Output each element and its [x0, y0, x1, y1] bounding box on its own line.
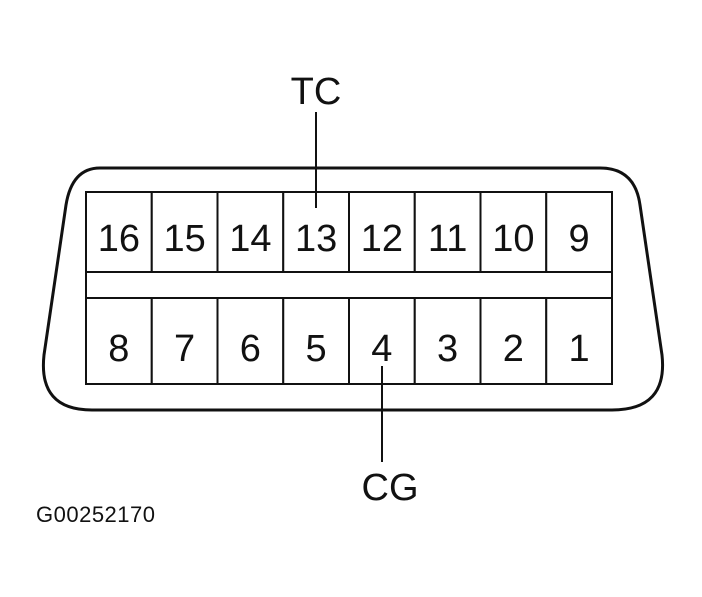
top-row-cells: 16 15 14 13 12 11 10 9	[85, 191, 613, 273]
cg-callout-label: CG	[362, 467, 419, 509]
pin-cell-7	[150, 297, 219, 385]
bottom-row-cells: 8 7 6 5 4 3 2 1	[85, 297, 613, 385]
pin-number-8: 8	[108, 328, 129, 370]
pin-cell-8	[85, 297, 153, 385]
pin-number-1: 1	[569, 328, 590, 370]
pin-number-14: 14	[229, 218, 271, 260]
pin-cell-2	[479, 297, 548, 385]
pin-number-3: 3	[437, 328, 458, 370]
pin-number-4: 4	[371, 328, 392, 370]
pin-cell-14	[216, 191, 285, 273]
pin-number-7: 7	[174, 328, 195, 370]
pin-number-6: 6	[240, 328, 261, 370]
pin-number-9: 9	[569, 218, 590, 260]
pin-number-12: 12	[361, 218, 403, 260]
pin-number-2: 2	[503, 328, 524, 370]
reference-code: G00252170	[36, 502, 156, 527]
pin-number-13: 13	[295, 218, 337, 260]
pin-number-10: 10	[492, 218, 534, 260]
pin-cell-15	[150, 191, 219, 273]
pin-number-16: 16	[98, 218, 140, 260]
pin-number-15: 15	[163, 218, 205, 260]
pin-number-11: 11	[428, 218, 467, 260]
pin-cell-3	[413, 297, 482, 385]
pin-cell-16	[85, 191, 153, 273]
pin-cell-1	[545, 297, 613, 385]
center-divider-strip	[85, 271, 613, 299]
pin-cell-9	[545, 191, 613, 273]
pin-cell-10	[479, 191, 548, 273]
pin-cell-12	[348, 191, 416, 273]
tc-callout-label: TC	[291, 71, 342, 113]
pin-cell-11	[413, 191, 482, 273]
pin-cell-5	[282, 297, 350, 385]
pin-number-5: 5	[306, 328, 327, 370]
